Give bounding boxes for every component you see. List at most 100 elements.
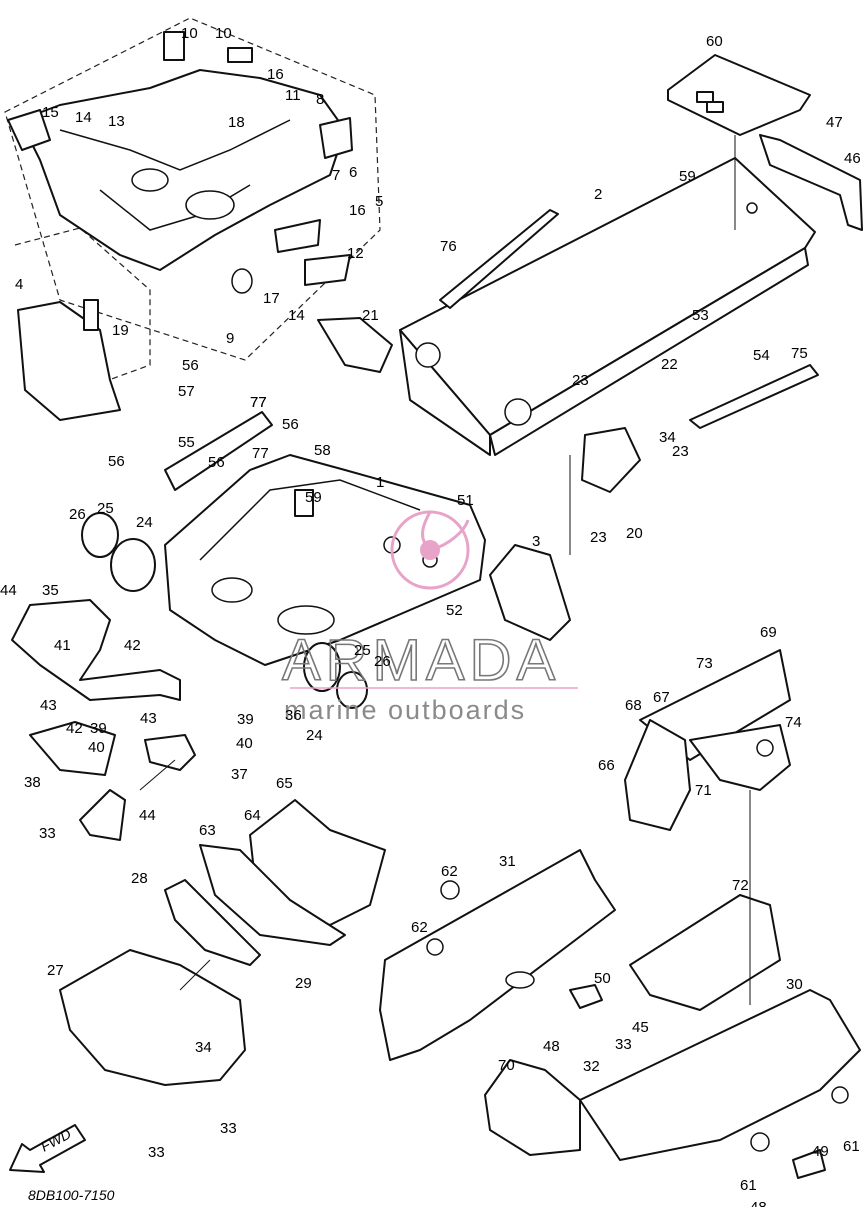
callout-label: 50 (594, 970, 611, 987)
callout-label: 75 (791, 345, 808, 362)
callout-label: 1 (376, 474, 384, 491)
main-rail-frame-2 (399, 157, 816, 456)
bracket-21 (317, 317, 393, 373)
callout-label: 48 (543, 1038, 560, 1055)
callout-label: 12 (347, 245, 364, 262)
plate-50 (569, 984, 603, 1009)
callout-label: 57 (178, 383, 195, 400)
callout-label: 45 (632, 1019, 649, 1036)
callout-label: 41 (54, 637, 71, 654)
callout-label: 51 (457, 492, 474, 509)
callout-label: 13 (108, 113, 125, 130)
callout-label: 56 (208, 454, 225, 471)
callout-label: 67 (653, 689, 670, 706)
callout-label: 54 (753, 347, 770, 364)
callout-label: 46 (844, 150, 861, 167)
leader-lines (139, 135, 751, 1005)
callout-label: 26 (374, 653, 391, 670)
callout-label: 39 (237, 711, 254, 728)
callout-label: 73 (696, 655, 713, 672)
lower-cover-70 (484, 1059, 581, 1156)
callout-label: 34 (659, 429, 676, 446)
callout-label: 5 (375, 193, 383, 210)
side-cover-group-outline (14, 227, 151, 386)
callout-label: 42 (124, 637, 141, 654)
callout-label: 17 (263, 290, 280, 307)
callout-label: 37 (231, 766, 248, 783)
callout-label: 36 (285, 707, 302, 724)
callout-label: 72 (732, 877, 749, 894)
callout-label: 4 (15, 276, 23, 293)
callout-label: 25 (97, 500, 114, 517)
callout-label: 23 (590, 529, 607, 546)
shield-63 (199, 844, 346, 946)
callout-label: 20 (626, 525, 643, 542)
callout-label: 14 (288, 307, 305, 324)
callout-label: 61 (843, 1138, 860, 1155)
callout-label: 64 (244, 807, 261, 824)
callout-label: 52 (446, 602, 463, 619)
callout-label: 7 (332, 167, 340, 184)
callout-label: 44 (0, 582, 17, 599)
callout-label: 33 (39, 825, 56, 842)
brace-55 (164, 411, 273, 491)
callout-label: 56 (282, 416, 299, 433)
side-cover-30 (579, 989, 861, 1161)
callout-label: 48 (750, 1199, 767, 1207)
callout-label: 66 (598, 757, 615, 774)
callout-label: 60 (706, 33, 723, 50)
callout-label: 77 (252, 445, 269, 462)
callout-label: 22 (661, 356, 678, 373)
callout-label: 10 (181, 25, 198, 42)
plate-49 (792, 1149, 826, 1179)
callout-label: 21 (362, 307, 379, 324)
diagram-code: 8DB100-7150 (28, 1187, 115, 1203)
boot-24 (110, 538, 156, 592)
callout-label: 58 (314, 442, 331, 459)
callout-label: 59 (679, 168, 696, 185)
mesh-29 (164, 879, 261, 966)
callout-label: 33 (220, 1120, 237, 1137)
callout-label: 32 (583, 1058, 600, 1075)
callout-label: 65 (276, 775, 293, 792)
callout-label: 77 (250, 394, 267, 411)
callout-label: 29 (295, 975, 312, 992)
strip-75 (689, 364, 819, 429)
gasket-25 (81, 512, 119, 558)
callout-label: 40 (88, 739, 105, 756)
callout-label: 39 (90, 720, 107, 737)
callout-label: 24 (136, 514, 153, 531)
boot-24-lower (303, 642, 341, 692)
callout-label: 10 (215, 25, 232, 42)
callout-label: 16 (267, 66, 284, 83)
callout-label: 38 (24, 774, 41, 791)
cover-72 (629, 894, 781, 1011)
callout-label: 11 (285, 87, 301, 104)
callout-label: 27 (47, 962, 64, 979)
subassembly-group-outline (4, 17, 381, 361)
callout-label: 6 (349, 164, 357, 181)
callout-label: 40 (236, 735, 253, 752)
callout-label: 16 (349, 202, 366, 219)
callout-label: 8 (316, 91, 324, 108)
callout-label: 9 (226, 330, 234, 347)
callout-label: 2 (594, 186, 602, 203)
bumper-35 (11, 599, 181, 701)
watermark-tagline: marine outboards (284, 695, 526, 725)
callout-label: 68 (625, 697, 642, 714)
callout-label: 56 (108, 453, 125, 470)
upper-subframe-assembly (7, 31, 353, 294)
bracket-19 (83, 299, 99, 331)
side-panel-4 (17, 301, 121, 421)
callout-label: 33 (615, 1036, 632, 1053)
callout-label: 47 (826, 114, 843, 131)
callout-label: 43 (40, 697, 57, 714)
grille-38 (29, 721, 116, 776)
bracket-28 (79, 789, 126, 841)
bracket-3 (489, 544, 571, 641)
callout-label: 59 (305, 489, 322, 506)
callout-label: 63 (199, 822, 216, 839)
callout-label: 25 (354, 642, 371, 659)
